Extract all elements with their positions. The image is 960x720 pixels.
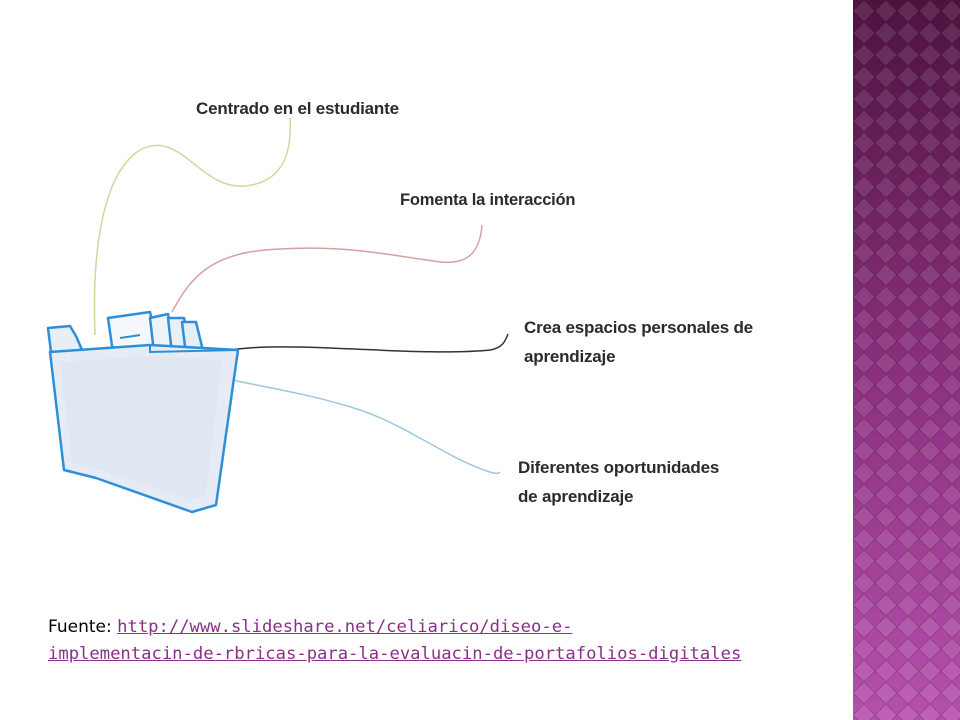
label-line: Fomenta la interacción (400, 191, 576, 209)
source-link[interactable]: http://www.slideshare.net/celiarico/dise… (48, 617, 848, 668)
connector-line-blue (194, 369, 501, 475)
side-decoration-panel (853, 0, 960, 720)
connector-line-red (171, 224, 483, 313)
label-line: Crea espacios personales de (524, 318, 753, 337)
label-line: aprendizaje (524, 347, 616, 366)
folder-icon (46, 310, 240, 514)
connector-line-yellow (93, 117, 292, 336)
connector-line-black (199, 333, 509, 357)
label-line: Diferentes oportunidades (518, 458, 720, 477)
source-link-line-1[interactable]: http://www.slideshare.net/celiarico/dise… (117, 617, 573, 637)
source-link-line-2[interactable]: implementacin-de-rbricas-para-la-evaluac… (48, 644, 742, 664)
label-fomenta-interaccion: Fomenta la interacción (400, 186, 576, 215)
label-line: Centrado en el estudiante (196, 99, 399, 118)
label-crea-espacios: Crea espacios personales de aprendizaje (524, 313, 753, 371)
portfolio-diagram (46, 117, 509, 514)
label-diferentes-oportunidades: Diferentes oportunidades de aprendizaje (518, 453, 719, 511)
source-prefix: Fuente: (48, 617, 118, 637)
label-centrado-estudiante: Centrado en el estudiante (196, 94, 399, 123)
label-line: de aprendizaje (518, 487, 634, 506)
source-note: Fuente: http://www.slideshare.net/celiar… (48, 614, 848, 668)
